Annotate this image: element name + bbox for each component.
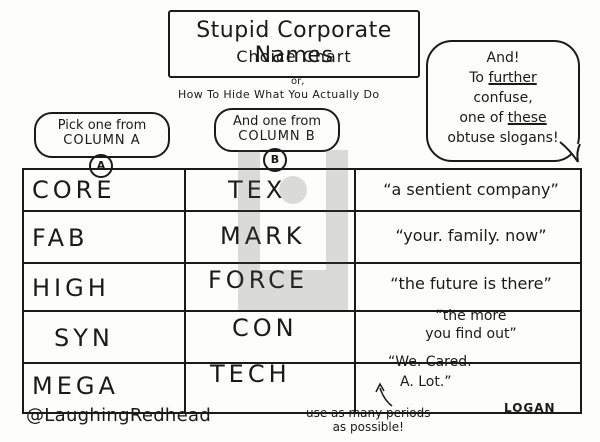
column-divider <box>354 170 356 412</box>
column-divider <box>184 170 186 412</box>
column-a-bubble-line1: Pick one from <box>57 118 147 133</box>
column-b-bubble: And one from COLUMN B <box>214 108 340 152</box>
artist-handle: @LaughingRedhead <box>26 405 212 426</box>
title-box: Stupid Corporate Names Choice Chart <box>168 10 420 78</box>
column-b-item: CON <box>232 314 298 342</box>
column-a-item: MEGA <box>32 372 119 400</box>
column-b-item: MARK <box>220 222 306 250</box>
slogan-bubble-line4-underlined: these <box>507 110 547 126</box>
column-b-circle-label: B <box>263 148 287 172</box>
periods-note: use as many periods as possible! <box>306 406 431 434</box>
title-text: Stupid Corporate Names <box>196 18 392 68</box>
or-text: or, <box>291 76 305 87</box>
column-b-item: TEX <box>228 176 287 204</box>
slogan-item: “your. family. now” <box>395 226 547 245</box>
column-b-item: TECH <box>210 360 291 388</box>
column-a-bubble-line2: COLUMN A <box>63 133 141 148</box>
slogan-item: “the more <box>435 308 507 324</box>
column-b-item: FORCE <box>208 266 309 294</box>
column-a-item: HIGH <box>32 274 110 302</box>
title-subtext: Choice Chart <box>236 47 352 66</box>
slogan-bubble-line4: one of these <box>428 108 578 128</box>
slogan-bubble-line2: To further <box>428 68 578 88</box>
slogan-item: “the future is there” <box>390 274 552 293</box>
slogan-bubble-line2-pre: To <box>469 70 489 86</box>
slogan-bubble-line3: confuse, <box>473 90 533 106</box>
slogan-item: “a sentient company” <box>383 180 559 199</box>
row-divider <box>24 310 580 312</box>
artist-signature: LOGAN <box>504 401 556 415</box>
slogan-bubble-line2-underlined: further <box>488 70 537 86</box>
column-a-item: FAB <box>32 224 89 252</box>
subtitle-text: How To Hide What You Actually Do <box>178 88 380 101</box>
periods-note-line1: use as many periods <box>306 406 431 420</box>
column-a-item: SYN <box>54 324 114 352</box>
periods-note-line2: as possible! <box>332 420 404 434</box>
slogan-item: A. Lot.” <box>400 374 452 390</box>
row-divider <box>24 262 580 264</box>
arrow-icon <box>375 382 393 407</box>
slogan-bubble-line1: And! <box>486 50 520 66</box>
slogan-bubble-line4-pre: one of <box>459 110 508 126</box>
column-a-circle-label: A <box>89 154 113 178</box>
column-b-bubble-line2: COLUMN B <box>238 129 316 144</box>
choice-chart-table: CORE FAB HIGH SYN MEGA TEX MARK FORCE CO… <box>22 168 582 414</box>
row-divider <box>24 210 580 212</box>
column-a-bubble: Pick one from COLUMN A <box>34 112 170 158</box>
slogan-bubble: And! To further confuse, one of these ob… <box>426 40 580 162</box>
bubble-tail <box>559 141 581 163</box>
slogan-item: “We. Cared. <box>388 354 472 370</box>
row-divider <box>24 362 580 364</box>
column-a-item: CORE <box>32 176 116 204</box>
slogan-bubble-line5: obtuse slogans! <box>447 130 559 146</box>
slogan-item: you find out” <box>425 326 517 342</box>
column-b-bubble-line1: And one from <box>232 114 322 129</box>
